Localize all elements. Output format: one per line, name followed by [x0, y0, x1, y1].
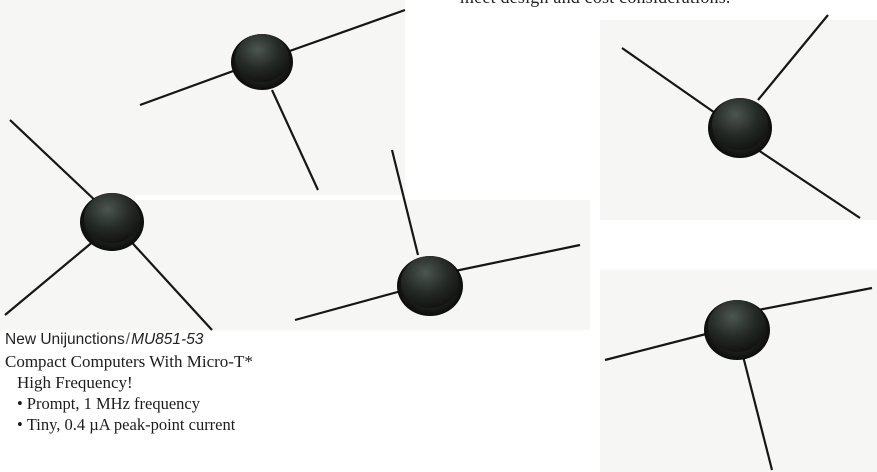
transistor-5	[604, 286, 873, 471]
bullet-icon: •	[17, 394, 23, 413]
top-caption: meet design and cost considerations.	[460, 0, 731, 8]
feature-item: •Tiny, 0.4 µA peak-point current	[17, 415, 236, 434]
feature-list: •Prompt, 1 MHz frequency •Tiny, 0.4 µA p…	[5, 393, 285, 435]
transistor-3	[294, 149, 581, 322]
photo-background-top	[135, 0, 405, 195]
transistor-4	[621, 14, 861, 219]
transistor-2	[4, 119, 213, 331]
transistor-1	[139, 8, 406, 191]
heading-model: MU851-53	[131, 331, 204, 348]
heading-separator: /	[125, 331, 131, 348]
subtitle-line-1: Compact Computers With Micro-T*	[5, 352, 253, 371]
feature-item: •Prompt, 1 MHz frequency	[17, 394, 200, 413]
product-description: New Unijunctions/MU851-53 Compact Comput…	[5, 330, 285, 435]
subtitle-line-2: High Frequency!	[17, 373, 133, 392]
bullet-icon: •	[17, 415, 23, 434]
product-heading: New Unijunctions/MU851-53	[5, 330, 285, 350]
heading-main: New Unijunctions	[5, 331, 125, 348]
